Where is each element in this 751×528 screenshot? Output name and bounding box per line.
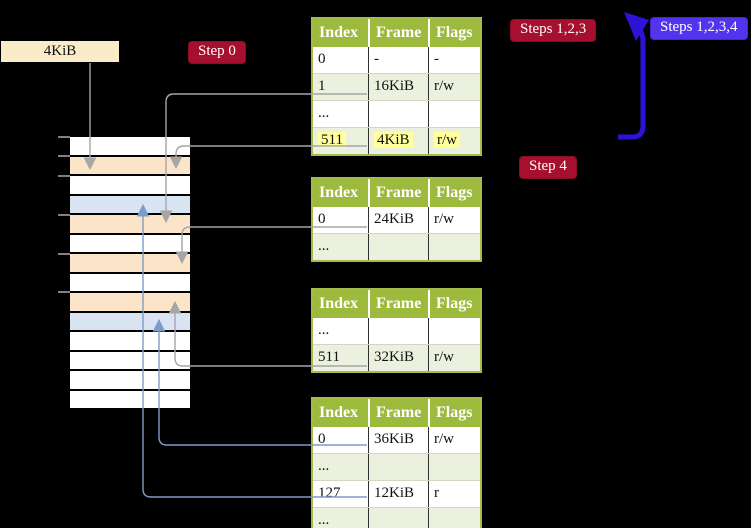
memory-axis-tick xyxy=(58,291,70,293)
badge-steps1234: Steps 1,2,3,4 xyxy=(650,17,748,40)
cell-flags: r xyxy=(428,481,480,507)
memory-frame-row-white xyxy=(70,332,190,352)
cell-index: 127 xyxy=(318,485,341,501)
page-table-4: Index Frame Flags 0 36KiB r/w ... 127 12… xyxy=(311,397,482,528)
memory-frame-row-white xyxy=(70,371,190,391)
memory-frame-row-white xyxy=(70,273,190,293)
cell-frame xyxy=(368,508,428,528)
col-header-index: Index xyxy=(319,184,359,201)
memory-frame-row-white xyxy=(70,390,190,410)
cell-flags: r/w xyxy=(428,128,480,154)
memory-axis-tick xyxy=(58,253,70,255)
frame-size-label: 4KiB xyxy=(1,41,119,62)
table-row: ... xyxy=(313,453,480,480)
cell-frame: 24KiB xyxy=(368,207,428,233)
table-row: 1 16KiB r/w xyxy=(313,73,480,100)
col-header-frame: Frame xyxy=(368,290,428,318)
memory-frame-row-white xyxy=(70,351,190,371)
memory-frame-row-blue xyxy=(70,195,190,215)
table-row: 0 36KiB r/w xyxy=(313,427,480,453)
cell-flags xyxy=(428,454,480,480)
memory-frame-row-white xyxy=(70,176,190,196)
highlight: 4KiB xyxy=(374,132,413,148)
cell-index: ... xyxy=(318,322,330,338)
cell-frame: - xyxy=(368,47,428,73)
cell-flags xyxy=(428,101,480,127)
table-row: 0 - - xyxy=(313,47,480,73)
cell-flags: r/w xyxy=(428,427,480,453)
table-header-row: Index Frame Flags xyxy=(313,19,480,47)
cell-index: ... xyxy=(318,458,330,474)
cell-frame: 12KiB xyxy=(368,481,428,507)
table-row: ... xyxy=(313,318,480,344)
table-row: 127 12KiB r xyxy=(313,480,480,507)
page-table-1: Index Frame Flags 0 - - 1 16KiB r/w ... … xyxy=(311,17,482,156)
cell-index: ... xyxy=(318,238,330,254)
page-table-2: Index Frame Flags 0 24KiB r/w ... xyxy=(311,177,482,262)
col-header-index: Index xyxy=(319,295,359,312)
memory-axis-tick xyxy=(58,155,70,157)
cell-index: ... xyxy=(318,512,330,528)
cell-index: 1 xyxy=(318,78,326,94)
cell-flags xyxy=(428,318,480,344)
col-header-flags: Flags xyxy=(428,179,480,207)
memory-frame-row-peach xyxy=(70,254,190,274)
table-row-highlighted: 511 4KiB r/w xyxy=(313,127,480,154)
cell-frame: 32KiB xyxy=(368,345,428,371)
cell-flags xyxy=(428,234,480,260)
table-row: 511 32KiB r/w xyxy=(313,344,480,371)
cell-flags: r/w xyxy=(428,207,480,233)
cell-index: ... xyxy=(318,105,330,121)
table-row: 0 24KiB r/w xyxy=(313,207,480,233)
cell-flags: r/w xyxy=(428,74,480,100)
cell-index: 511 xyxy=(313,128,368,154)
col-header-flags: Flags xyxy=(428,19,480,47)
memory-frame-row-white xyxy=(70,234,190,254)
col-header-flags: Flags xyxy=(428,399,480,427)
table-header-row: Index Frame Flags xyxy=(313,399,480,427)
col-header-index: Index xyxy=(319,24,359,41)
steps-loop-arrow xyxy=(618,22,646,140)
table-row: ... xyxy=(313,100,480,127)
badge-step0: Step 0 xyxy=(188,41,246,64)
cell-flags xyxy=(428,508,480,528)
cell-frame xyxy=(368,454,428,480)
table-row: ... xyxy=(313,507,480,528)
memory-axis-tick xyxy=(58,214,70,216)
memory-frame-row-peach xyxy=(70,215,190,235)
cell-frame: 4KiB xyxy=(368,128,428,154)
cell-index: 0 xyxy=(318,431,326,447)
cell-index: 511 xyxy=(318,349,340,365)
badge-step4: Step 4 xyxy=(519,156,577,179)
highlight: r/w xyxy=(434,132,460,148)
memory-axis-tick xyxy=(58,136,70,138)
cell-flags: r/w xyxy=(428,345,480,371)
col-header-frame: Frame xyxy=(368,179,428,207)
memory-frame-row-peach xyxy=(70,156,190,176)
col-header-frame: Frame xyxy=(368,19,428,47)
page-table-3: Index Frame Flags ... 511 32KiB r/w xyxy=(311,288,482,373)
cell-index: 0 xyxy=(318,51,326,67)
cell-frame: 36KiB xyxy=(368,427,428,453)
cell-flags: - xyxy=(428,47,480,73)
table-row: ... xyxy=(313,233,480,260)
memory-frame-row-peach xyxy=(70,293,190,313)
cell-frame xyxy=(368,318,428,344)
col-header-index: Index xyxy=(319,404,359,421)
cell-frame xyxy=(368,101,428,127)
memory-frame-row-white xyxy=(70,137,190,157)
cell-frame xyxy=(368,234,428,260)
steps-loop-arrowhead-icon xyxy=(624,12,649,41)
col-header-flags: Flags xyxy=(428,290,480,318)
physical-memory-frames xyxy=(70,137,190,410)
table-header-row: Index Frame Flags xyxy=(313,290,480,318)
col-header-frame: Frame xyxy=(368,399,428,427)
memory-frame-row-blue xyxy=(70,312,190,332)
cell-frame: 16KiB xyxy=(368,74,428,100)
badge-steps123: Steps 1,2,3 xyxy=(510,19,597,42)
highlight: 511 xyxy=(318,132,346,148)
table-header-row: Index Frame Flags xyxy=(313,179,480,207)
memory-axis-tick xyxy=(58,175,70,177)
cell-index: 0 xyxy=(318,211,326,227)
